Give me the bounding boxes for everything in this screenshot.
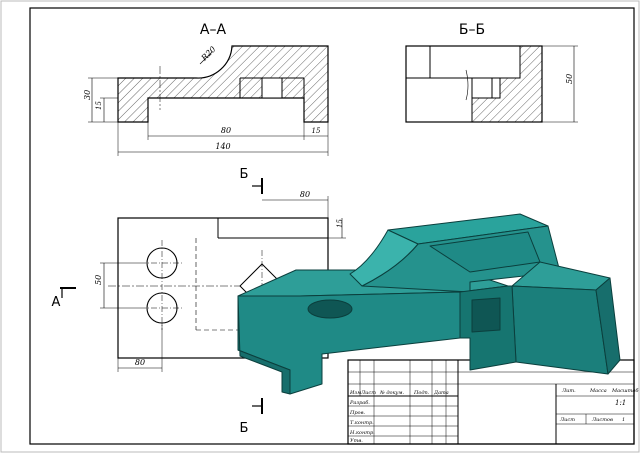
tb-col-list: Лист [360, 390, 376, 396]
tb-listov-value: 1 [622, 417, 625, 423]
model-right-front [511, 285, 609, 375]
tb-col-izm: Изм [349, 390, 361, 396]
model-right-side [595, 277, 621, 375]
model-top-hole [307, 299, 353, 319]
tb-col-date: Дата [433, 390, 449, 396]
tb-row-razrab: Разраб. [349, 399, 370, 406]
dim-aa-inner-width: 80 [221, 126, 231, 135]
tb-row-prov: Пров. [349, 410, 365, 416]
tb-row-utv: Утв. [350, 438, 363, 444]
tb-massa: Масса [589, 388, 607, 394]
drawing-frame [29, 7, 635, 445]
section-a-a-title: А–А [200, 22, 227, 38]
title-block [347, 359, 635, 445]
tb-list: Лист [559, 417, 575, 423]
dim-aa-height-small: 15 [95, 101, 103, 110]
tb-scale-value: 1:1 [615, 399, 626, 407]
dim-plan-top: 80 [300, 190, 310, 199]
dim-bb-height: 50 [565, 74, 574, 84]
model-step-cut [471, 297, 501, 333]
section-a-a: А–А R20 30 15 80 15 140 [83, 22, 329, 156]
marker-b-bottom: Б [240, 421, 249, 436]
dim-aa-height: 30 [83, 90, 92, 100]
tb-row-nkontr: Н.контр. [349, 430, 375, 436]
tb-col-doc: № докум. [379, 390, 405, 396]
isometric-3d-model [237, 213, 621, 395]
dim-plan-bottom: 80 [135, 358, 145, 367]
dim-plan-right: 15 [336, 219, 344, 228]
tb-col-sign: Подп. [413, 390, 430, 396]
section-b-b: Б–Б 50 [405, 22, 578, 123]
tb-lit: Лит. [561, 388, 576, 394]
dim-aa-total-width: 140 [215, 142, 230, 151]
tb-masshtab: Масштаб [611, 387, 639, 394]
model-left-side-face [237, 295, 291, 395]
marker-b-top: Б [240, 167, 249, 182]
title-block-text: Изм Лист № докум. Подп. Дата Разраб. Про… [349, 387, 639, 444]
section-a-a-hole [261, 77, 283, 99]
dim-aa-small-width: 15 [312, 127, 321, 135]
tb-listov: Листов [591, 417, 613, 423]
tb-row-tkontr: Т.контр. [350, 420, 374, 426]
section-b-b-title: Б–Б [459, 22, 485, 38]
dim-plan-left: 50 [94, 275, 103, 285]
model-arc-face [349, 229, 419, 287]
section-b-b-hatch [471, 45, 543, 123]
marker-a-left: А [52, 295, 61, 310]
